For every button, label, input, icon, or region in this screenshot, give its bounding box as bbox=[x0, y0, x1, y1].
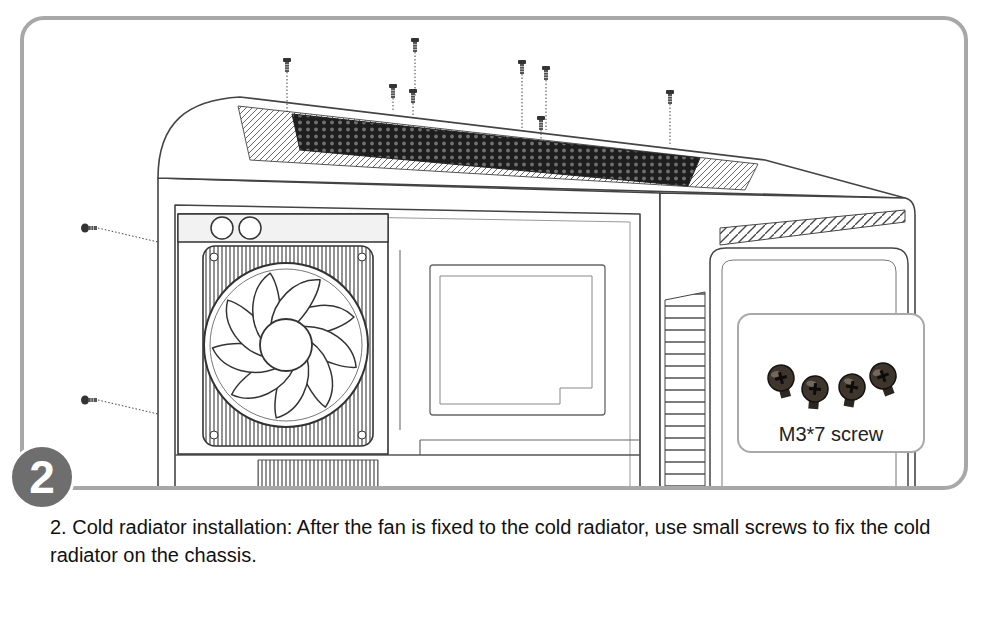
step-number-circle: 2 bbox=[9, 444, 75, 510]
step-number: 2 bbox=[12, 454, 72, 500]
part-label: M3*7 screw bbox=[739, 423, 923, 446]
screw-inset-box: M3*7 screw bbox=[737, 313, 925, 453]
caption: 2. Cold radiator installation: After the… bbox=[50, 513, 960, 569]
